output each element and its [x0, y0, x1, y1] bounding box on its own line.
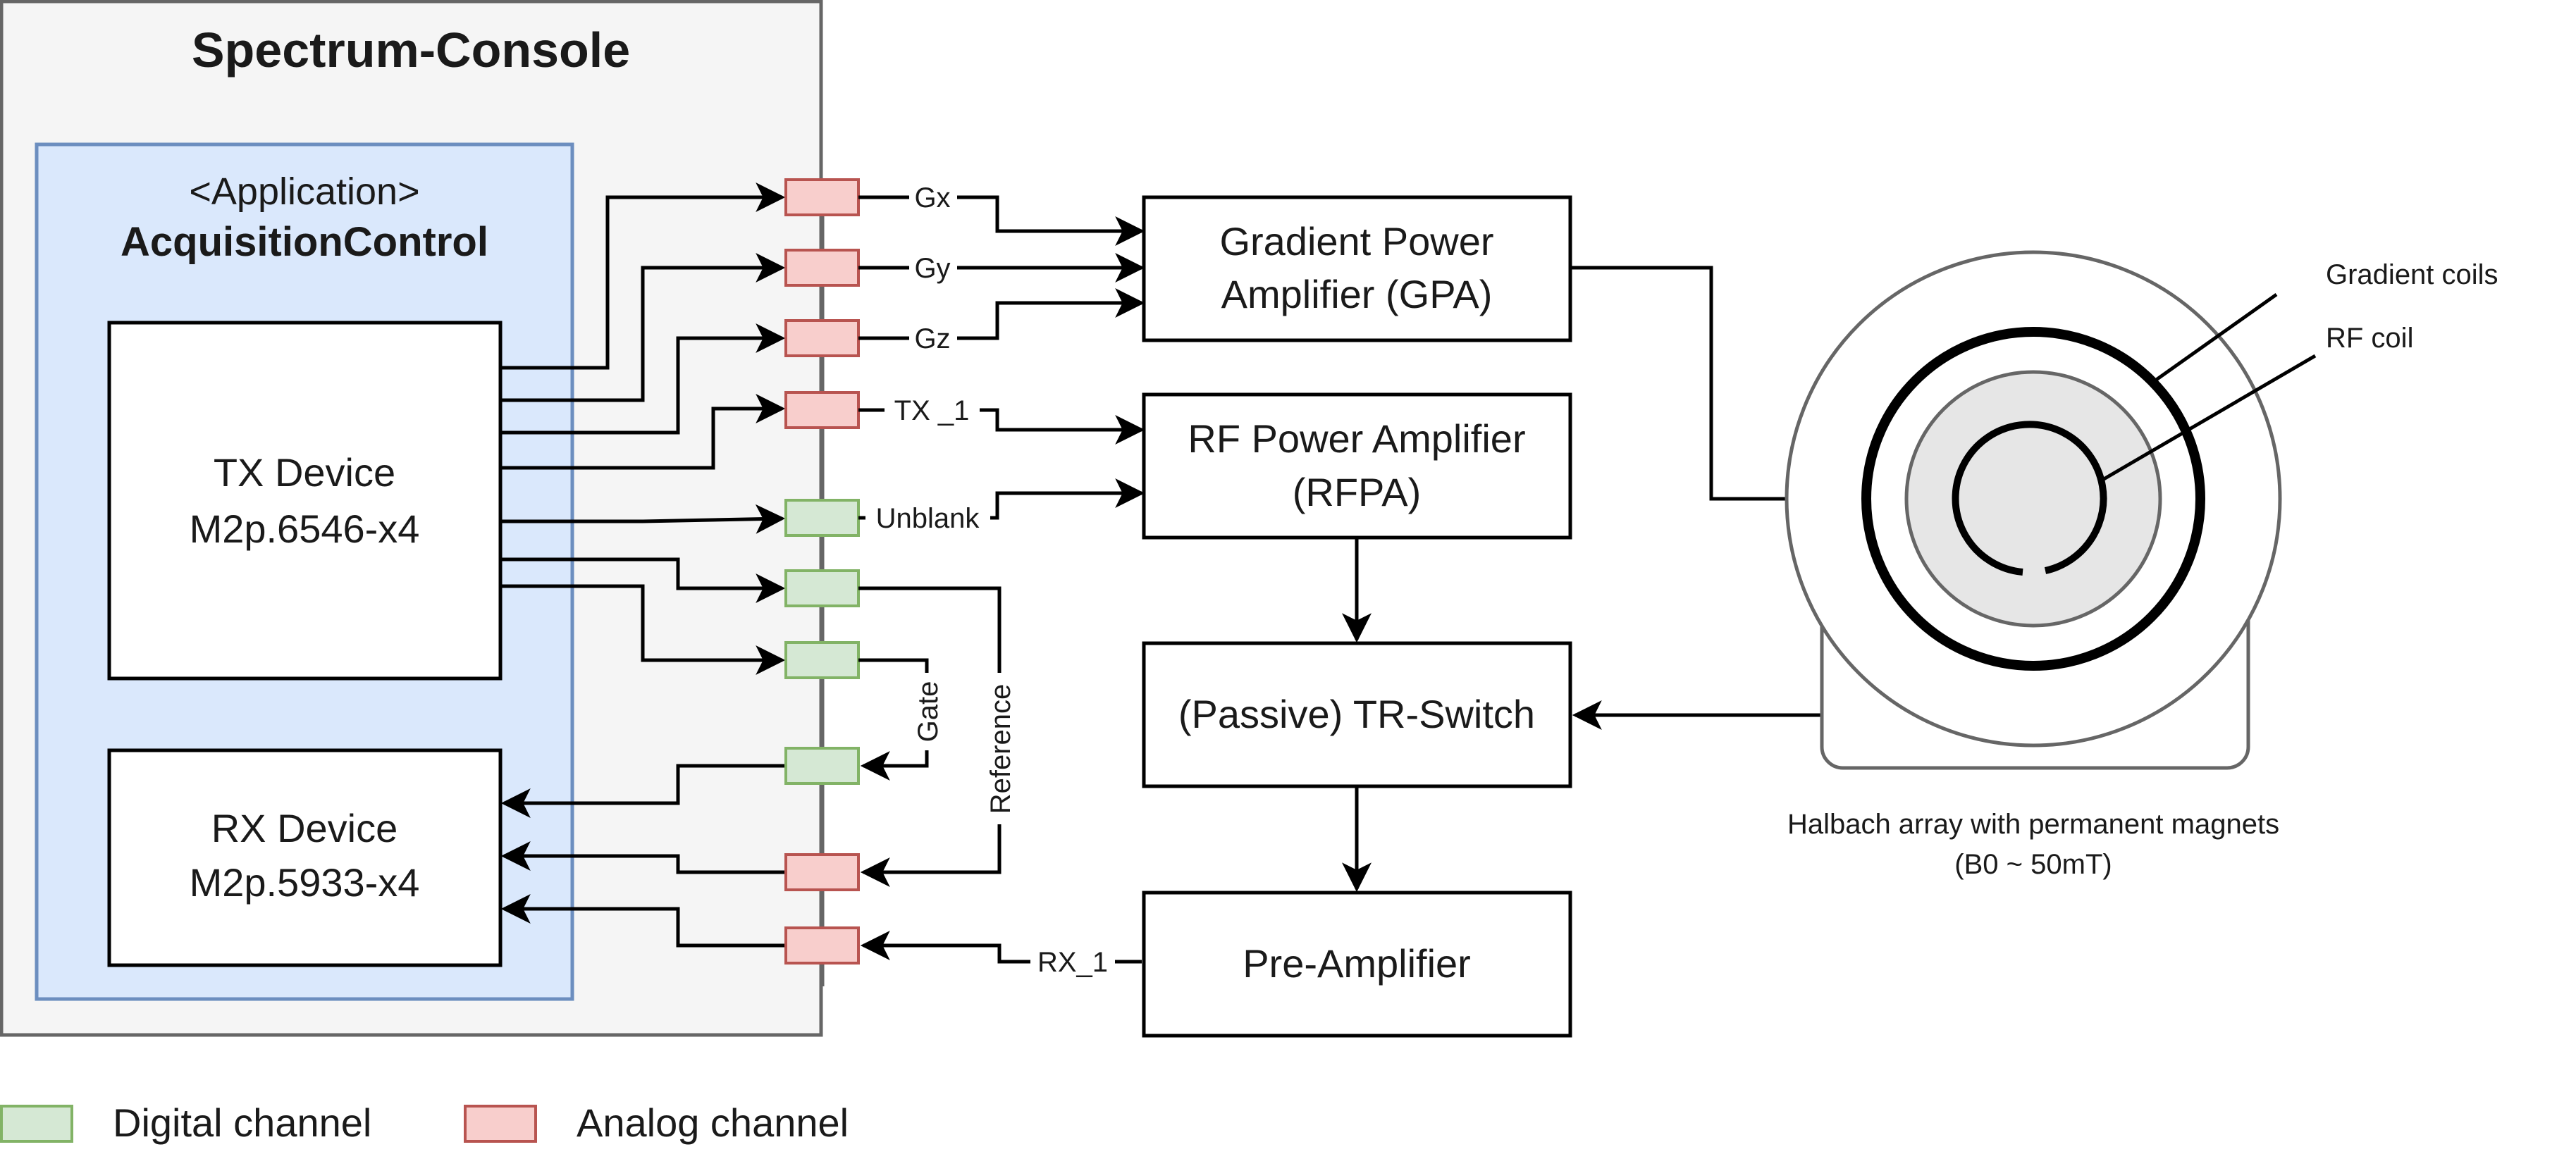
rfpa-label-2: (RFPA) [1293, 470, 1422, 514]
magnet-caption-2: (B0 ~ 50mT) [1954, 849, 2112, 880]
preamp-box [1142, 891, 1572, 1038]
trswitch-box [1142, 641, 1572, 788]
signal-label-gy: Gy [914, 253, 950, 284]
magnet-caption-1: Halbach array with permanent magnets [1787, 809, 2279, 840]
gpa-label-2: Amplifier (GPA) [1221, 272, 1493, 316]
legend-digital-swatch [0, 1105, 73, 1143]
signal-label-reference: Reference [985, 684, 1016, 814]
legend-analog-label: Analog channel [577, 1100, 849, 1145]
wire-unblank-out [990, 478, 1145, 520]
wire-rx-gate [500, 764, 786, 818]
wire-rx-rx1 [500, 894, 786, 948]
wire-gy-in [500, 253, 786, 402]
wire-unblank-in [500, 504, 786, 534]
rf-coil-label: RF coil [2326, 323, 2413, 354]
channel-unblank [784, 499, 860, 537]
tx-connectors [500, 182, 786, 675]
rf-coil-icon [1952, 421, 2107, 576]
channel-gx [784, 178, 860, 216]
channel-gy [784, 249, 860, 287]
channel-gz [784, 319, 860, 357]
signal-label-gate: Gate [913, 681, 944, 743]
channel-digital-reference [784, 569, 860, 607]
gradient-coils-label: Gradient coils [2326, 259, 2498, 290]
legend: Digital channel Analog channel [0, 1100, 849, 1145]
signal-label-unblank: Unblank [876, 503, 980, 534]
channel-digital-gate [784, 641, 860, 679]
wire-rx-reference [500, 841, 786, 874]
application-stereotype: <Application> [189, 170, 419, 213]
signal-label-gz: Gz [914, 323, 950, 354]
channel-gate-in [784, 747, 860, 785]
tx-device-box [107, 321, 503, 681]
application-name: AcquisitionControl [121, 219, 488, 265]
magnet-illustration [1785, 250, 2317, 770]
wire-gz-in [500, 323, 786, 435]
signal-label-tx1: TX _1 [894, 395, 970, 426]
channel-reference-in [784, 853, 860, 891]
tx-device-model: M2p.6546-x4 [190, 507, 420, 551]
tx-device-label: TX Device [214, 450, 395, 495]
legend-analog-swatch [464, 1105, 537, 1143]
preamp-label: Pre-Amplifier [1243, 941, 1471, 986]
wire-gx-in [500, 182, 786, 370]
rx-connectors [500, 764, 786, 948]
channel-rx1-in [784, 926, 860, 965]
channel-tx1 [784, 391, 860, 429]
wire-gate-loop [858, 658, 929, 673]
spectrum-console-title: Spectrum-Console [192, 23, 630, 77]
legend-digital-label: Digital channel [113, 1100, 371, 1145]
rx-device-model: M2p.5933-x4 [190, 860, 420, 905]
signal-label-rx1: RX_1 [1037, 947, 1108, 978]
rfpa-box [1142, 392, 1572, 540]
wire-gz-out [957, 288, 1145, 340]
gpa-box [1142, 195, 1572, 342]
gradient-coils-pointer [2154, 292, 2278, 383]
wire-gx-out [957, 195, 1145, 246]
rx-device-box [107, 748, 503, 967]
gpa-label-1: Gradient Power [1219, 219, 1493, 263]
wire-digital2-in [500, 557, 786, 603]
trswitch-label: (Passive) TR-Switch [1178, 692, 1535, 736]
signal-label-gx: Gx [914, 182, 950, 213]
rfpa-label-1: RF Power Amplifier [1188, 416, 1525, 461]
rx-device-label: RX Device [211, 806, 398, 850]
rf-coil-pointer [2102, 354, 2317, 481]
wire-tx1-out [980, 408, 1145, 445]
wire-digital3-in [500, 584, 786, 675]
wire-tx1-in [500, 394, 786, 470]
wire-reference-loop [858, 586, 1002, 673]
rf-coil-region [1904, 370, 2162, 628]
